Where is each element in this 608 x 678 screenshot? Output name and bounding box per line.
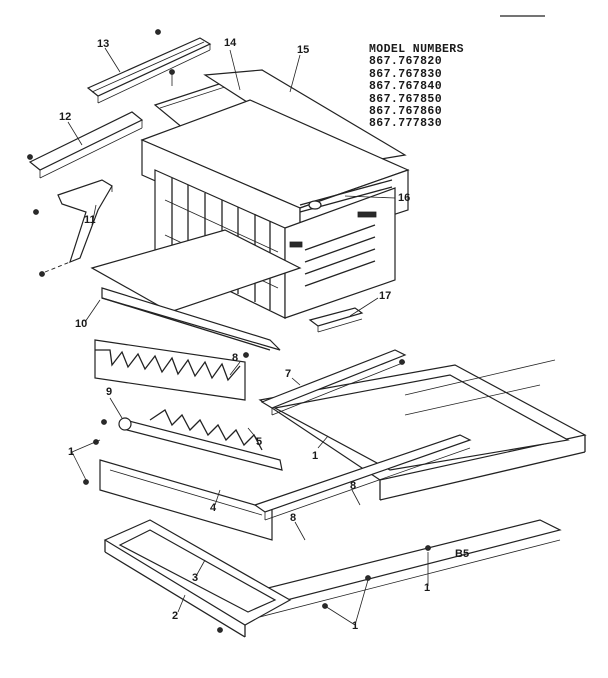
part-8-rail <box>260 349 407 416</box>
part-9-burner-baffle <box>94 339 246 401</box>
callout-12: 11 <box>84 214 96 226</box>
callout-13: 12 <box>59 111 72 123</box>
callout-4: 4 <box>210 502 217 514</box>
figure-code: B5 <box>455 548 470 560</box>
callout-8: 7 <box>285 368 292 380</box>
model-number: 867.777830 <box>369 117 443 131</box>
model-number: 867.767860 <box>369 105 443 119</box>
callout-9: 8 <box>232 352 239 364</box>
callout-11: 10 <box>75 318 88 330</box>
callout-1-upper: 1 <box>312 450 319 462</box>
model-numbers-block: MODEL NUMBERS 867.767820 867.767830 867.… <box>369 43 464 131</box>
model-number: 867.767830 <box>369 67 443 81</box>
lower-drawer <box>218 434 562 623</box>
part-12-angle-bracket <box>33 179 113 277</box>
callout-17: 16 <box>398 192 411 204</box>
callout-5-left: 8 <box>290 512 297 524</box>
callout-10: 9 <box>106 386 113 398</box>
model-number: 867.767840 <box>369 80 443 94</box>
part-14-rail <box>86 29 212 104</box>
callout-1-left: 1 <box>68 446 75 458</box>
part-18-side-rail <box>308 307 364 333</box>
callout-5-right: 8 <box>350 480 357 492</box>
callout-16: 15 <box>297 44 310 56</box>
part-13-side-bracket <box>27 111 144 179</box>
model-number: 867.767820 <box>369 55 443 69</box>
callout-1-bottom: 1 <box>352 620 359 632</box>
callout-15: 14 <box>224 37 237 49</box>
callout-18: 17 <box>379 290 392 302</box>
burner-tube-assembly <box>99 409 283 541</box>
callout-7: 5 <box>256 436 263 448</box>
callout-1-right: 1 <box>424 582 431 594</box>
bottom-frame <box>103 519 292 638</box>
callout-3: 3 <box>192 572 199 584</box>
callout-14: 13 <box>97 38 110 50</box>
callout-2: 2 <box>172 610 179 622</box>
model-numbers-heading: MODEL NUMBERS <box>369 43 464 56</box>
grill-frame <box>258 359 587 501</box>
model-number: 867.767850 <box>369 92 443 106</box>
base-plate <box>90 229 302 351</box>
